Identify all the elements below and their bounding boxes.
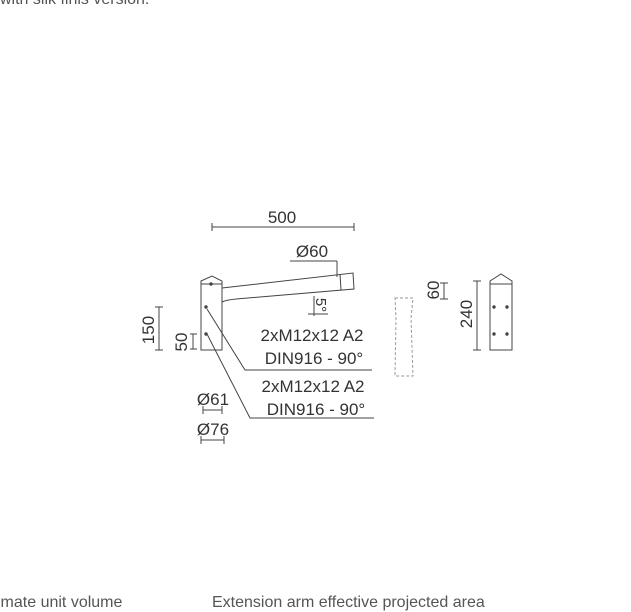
bolt-hole bbox=[492, 305, 496, 309]
top-caption: with silk finis version. bbox=[0, 0, 149, 9]
extension-arm bbox=[221, 272, 355, 303]
label-bracket-height: 150 bbox=[139, 316, 158, 344]
leader-fixing-2 bbox=[206, 333, 374, 419]
bolt-hole bbox=[209, 282, 213, 286]
bottom-right-caption: Extension arm effective projected area bbox=[212, 594, 485, 611]
side-view-outline bbox=[489, 273, 513, 351]
label-arm-length: 500 bbox=[268, 208, 296, 227]
bottom-left-caption: imate unit volume bbox=[0, 594, 123, 611]
fixing-1-line2: DIN916 - 90° bbox=[265, 349, 363, 368]
fixing-2-line1: 2xM12x12 A2 bbox=[261, 377, 364, 396]
bolt-hole bbox=[505, 305, 509, 309]
bolt-hole bbox=[505, 332, 509, 336]
fixing-1-line1: 2xM12x12 A2 bbox=[260, 326, 363, 345]
arm-end-line bbox=[339, 273, 342, 291]
label-side-height: 240 bbox=[457, 300, 476, 328]
label-bolt-spacing: 50 bbox=[172, 333, 191, 352]
bolt-hole bbox=[204, 332, 208, 336]
bolt-hole bbox=[204, 305, 208, 309]
bracket-outline bbox=[200, 275, 223, 351]
label-outer-diameter: Ø76 bbox=[197, 420, 229, 439]
fixing-2-line2: DIN916 - 90° bbox=[267, 400, 365, 419]
dashed-arm-section bbox=[394, 297, 414, 377]
leader-fixing-1 bbox=[206, 308, 372, 371]
label-arm-diameter: Ø60 bbox=[296, 242, 328, 261]
label-arm-angle: 5° bbox=[312, 298, 329, 312]
bolt-hole bbox=[492, 332, 496, 336]
label-side-top-height: 60 bbox=[424, 281, 443, 300]
label-inner-diameter: Ø61 bbox=[197, 390, 229, 409]
